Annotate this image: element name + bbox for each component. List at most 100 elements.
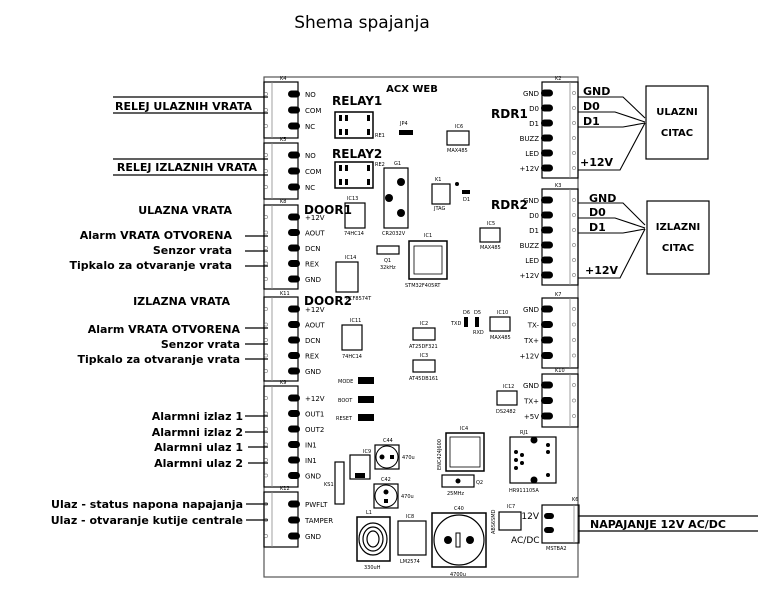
terminal-screw[interactable] (264, 307, 268, 311)
k5-ref: K5 (280, 137, 286, 143)
pin-label: OUT1 (305, 411, 324, 419)
terminal-screw[interactable] (572, 322, 576, 327)
terminal-screw[interactable] (572, 398, 576, 403)
terminal-screw[interactable] (264, 322, 268, 327)
jumper-mode[interactable] (358, 377, 374, 384)
terminal-pin (541, 412, 553, 420)
pin-label: AOUT (305, 322, 325, 330)
terminal-screw[interactable] (264, 185, 268, 189)
ic-ic13: IC13 74HC14 (344, 196, 366, 237)
ic13-ref: IC13 (347, 196, 358, 202)
terminal-screw[interactable] (572, 213, 576, 217)
terminal-screw[interactable] (264, 534, 268, 538)
terminal-screw[interactable] (572, 338, 576, 342)
ic-ic12: IC12 DS2482 (496, 384, 518, 415)
relay-2: RELAY2 RE2 (332, 147, 385, 189)
ic9-ref: IC9 (363, 449, 371, 455)
ic-ic7-bridge: IC7 ABS6SMD (491, 504, 522, 534)
q2-value: 25MHz (447, 491, 464, 497)
terminal-screw[interactable] (572, 136, 576, 140)
led-indicators: D6 D5 TXD RXD (450, 310, 484, 336)
pin-label: +12V (305, 214, 325, 222)
relay-1-ref: RE1 (375, 133, 385, 139)
terminal-screw[interactable] (572, 198, 576, 202)
ic2-part: AT25DF321 (409, 344, 438, 350)
terminal-screw[interactable] (264, 215, 268, 219)
capacitor-c42: C42 470u (373, 477, 414, 509)
terminal-screw[interactable] (572, 353, 576, 358)
terminal-screw[interactable] (572, 414, 576, 418)
diode-d1-label: D1 (463, 197, 470, 203)
terminal-screw[interactable] (264, 153, 268, 157)
label-tamper: Ulaz - otvaranje kutije centrale (51, 514, 243, 527)
ic-ic2: IC2 AT25DF321 (409, 321, 438, 350)
terminal-screw[interactable] (572, 258, 576, 262)
terminal-screw[interactable] (264, 338, 268, 342)
pin-label: IN1 (305, 457, 317, 465)
terminal-screw[interactable] (264, 458, 268, 462)
terminal-pin (541, 149, 553, 157)
ic1-ref: IC1 (424, 233, 432, 239)
terminal-screw[interactable] (264, 473, 268, 478)
terminal-screw[interactable] (572, 243, 576, 247)
reader1-box-line2: CITAC (661, 128, 693, 139)
terminal-screw[interactable] (264, 369, 268, 373)
terminal-screw[interactable] (572, 273, 576, 277)
terminal-screw[interactable] (572, 307, 576, 311)
terminal-pin (541, 397, 553, 404)
l1-ref: L1 (366, 510, 372, 516)
terminal-screw[interactable] (264, 92, 268, 96)
pin-label: REX (305, 261, 319, 269)
door1-title: DOOR1 (304, 203, 352, 217)
pin-label: TX- (527, 322, 540, 330)
terminal-screw[interactable] (572, 166, 576, 170)
terminal-screw[interactable] (264, 396, 268, 400)
k6-part: MSTBA2 (546, 546, 567, 552)
left-labels: RELEJ ULAZNIH VRATA RELEJ IZLAZNIH VRATA… (51, 96, 268, 527)
terminal-screw[interactable] (264, 261, 268, 266)
pin-label: NO (305, 91, 316, 99)
terminal-screw[interactable] (264, 108, 268, 112)
jumper-boot[interactable] (358, 396, 374, 403)
terminal-pin (288, 532, 300, 540)
battery-g1: G1 CR2032V (382, 161, 409, 237)
terminal-screw[interactable] (264, 353, 268, 358)
l1-value: 330uH (364, 565, 381, 571)
terminal-screw[interactable] (264, 169, 268, 173)
terminal-screw[interactable] (264, 230, 268, 235)
label-relay-entry: RELEJ ULAZNIH VRATA (115, 100, 252, 113)
terminal-screw[interactable] (572, 121, 576, 125)
terminal-screw[interactable] (264, 427, 268, 431)
label-exit-door: IZLAZNA VRATA (133, 295, 230, 308)
jumper-reset[interactable] (358, 414, 374, 421)
c44-value: 470u (402, 455, 415, 461)
terminal-block-body (541, 297, 579, 369)
terminal-pin (288, 410, 300, 417)
terminal-screw[interactable] (572, 151, 576, 155)
terminal-screw[interactable] (264, 442, 268, 447)
terminal-pin (288, 275, 300, 283)
pin-label: D1 (529, 120, 539, 128)
ic6-ref: IC6 (455, 124, 463, 130)
terminal-screw[interactable] (264, 124, 268, 128)
terminal-screw[interactable] (572, 228, 576, 232)
terminal-screw[interactable] (572, 106, 576, 110)
terminal-screw[interactable] (572, 383, 576, 387)
label-exit-button: Tipkalo za otvaranje vrata (77, 353, 240, 366)
label-entry-door: ULAZNA VRATA (138, 204, 232, 217)
terminal-screw[interactable] (264, 246, 268, 250)
ic-ic5: IC5 MAX485 (479, 221, 501, 251)
pin-label: COM (305, 168, 321, 176)
k6-pin-acdc: AC/DC (511, 536, 540, 546)
terminal-pin (541, 134, 553, 142)
k7-ref: K7 (555, 292, 561, 298)
label-power-supply: NAPAJANJE 12V AC/DC (590, 518, 726, 531)
terminal-screw[interactable] (264, 411, 268, 416)
label-alarm-in1: Alarmni ulaz 1 (154, 441, 243, 454)
terminal-screw[interactable] (264, 277, 268, 281)
terminal-pin (541, 241, 553, 249)
terminal-screw[interactable] (572, 91, 576, 95)
